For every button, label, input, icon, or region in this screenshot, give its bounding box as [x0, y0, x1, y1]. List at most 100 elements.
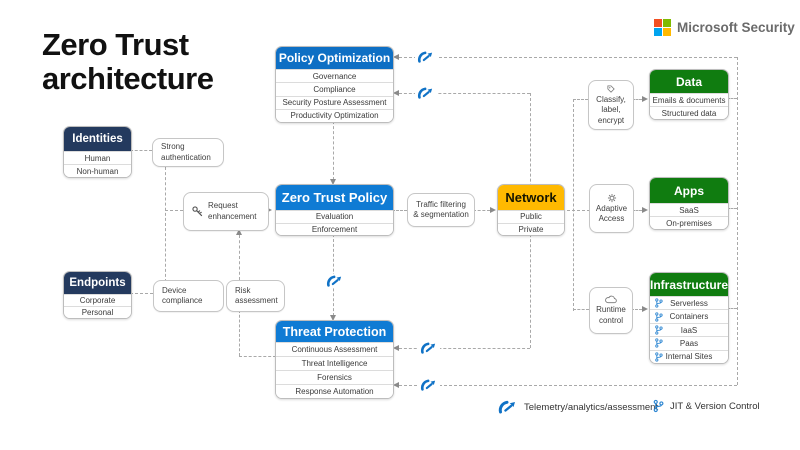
microsoft-security-brand: Microsoft Security: [654, 19, 795, 36]
adaptive-access-node: Adaptive Access: [589, 184, 634, 233]
box-title: Identities: [64, 127, 131, 151]
arrow-into-network: [490, 206, 496, 213]
request-enhancement-node: Request enhancement: [183, 192, 269, 231]
gear-icon: [607, 193, 617, 203]
brand-name: Microsoft Security: [677, 20, 795, 35]
device-compliance-node: Device compliance: [153, 280, 224, 312]
connector-apps-outer-loop: [727, 208, 737, 209]
page-title: Zero Trust architecture: [42, 27, 214, 96]
row-label: Containers: [669, 312, 709, 322]
connector-classify-data: [632, 99, 642, 100]
legend-label: Telemetry/analytics/assessment: [524, 401, 659, 413]
connector-policyopt-ztp: [333, 121, 334, 180]
connector-telemetry-to-threatprotection-1: [399, 348, 530, 349]
connector-network-adaptiveaccess: [562, 210, 590, 211]
arrow-into-infrastructure: [642, 305, 648, 312]
box-row: Continuous Assessment: [276, 342, 393, 356]
jit-version-control-icon: [654, 338, 663, 349]
connector-infrastructure-outer-loop: [727, 308, 737, 309]
node-label: Device compliance: [162, 285, 203, 305]
box-title: Network: [498, 185, 564, 210]
node-label: Traffic filtering & segmentation: [413, 199, 469, 219]
box-row: Personal: [64, 306, 131, 318]
node-label: Strong authentication: [161, 142, 211, 162]
network-box: Network Public Private: [497, 184, 565, 236]
jit-version-control-icon: [654, 351, 663, 362]
box-row: Enforcement: [276, 222, 393, 235]
policy-optimization-box: Policy Optimization Governance Complianc…: [275, 46, 394, 123]
node-label: Risk assessment: [235, 285, 278, 305]
arrow-into-threatprotection-1: [393, 344, 399, 351]
telemetry-icon: [415, 50, 437, 64]
microsoft-logo-icon: [654, 19, 671, 36]
arrow-into-data: [642, 95, 648, 102]
telemetry-icon: [415, 86, 437, 100]
node-label: Adaptive Access: [595, 203, 628, 223]
box-row: Public: [498, 210, 564, 223]
box-row: On-premises: [650, 216, 728, 229]
arrow-into-ztp: [266, 206, 272, 213]
box-row: Compliance: [276, 82, 393, 96]
arrow-into-threatprotection-top: [329, 315, 336, 321]
connector-identities-strongauth: [130, 150, 152, 151]
row-label: Paas: [679, 338, 699, 348]
arrow-into-requestenhancement: [235, 229, 242, 235]
row-label: Internal Sites: [665, 352, 713, 362]
jit-version-control-icon: [654, 298, 663, 309]
connector-riskassessment-threatprotection: [239, 356, 276, 357]
box-row: Human: [64, 151, 131, 164]
box-row: Non-human: [64, 164, 131, 177]
box-row: Response Automation: [276, 384, 393, 398]
box-row: Emails & documents: [650, 93, 728, 106]
infrastructure-box: Infrastructure Serverless Containers Iaa…: [649, 272, 729, 364]
node-label: Request enhancement: [208, 201, 257, 221]
key-icon: [191, 205, 204, 218]
jit-version-control-icon: [654, 311, 663, 322]
box-row: Productivity Optimization: [276, 108, 393, 122]
telemetry-icon: [418, 341, 440, 355]
box-row: Governance: [276, 69, 393, 83]
classify-label-encrypt-node: Classify, label, encrypt: [588, 80, 634, 130]
connector-telemetry-outer-loop: [737, 57, 738, 385]
telemetry-icon: [498, 399, 518, 415]
box-title: Policy Optimization: [276, 47, 393, 69]
legend-jit: JIT & Version Control: [652, 399, 760, 413]
endpoints-box: Endpoints Corporate Personal: [63, 271, 132, 319]
tag-icon: [606, 84, 616, 94]
connector-to-runtimecontrol: [573, 309, 589, 310]
row-label: IaaS: [680, 325, 698, 335]
risk-assessment-node: Risk assessment: [226, 280, 285, 312]
box-row: Serverless: [650, 296, 728, 310]
box-row: IaaS: [650, 322, 728, 337]
arrow-into-policyopt-1: [393, 53, 399, 60]
box-row: Private: [498, 222, 564, 235]
strong-authentication-node: Strong authentication: [152, 138, 224, 167]
connector-runtime-infrastructure: [631, 309, 642, 310]
box-title: Endpoints: [64, 272, 131, 294]
arrow-into-apps: [642, 206, 648, 213]
telemetry-icon: [418, 378, 440, 392]
arrow-into-threatprotection-2: [393, 381, 399, 388]
legend-label: JIT & Version Control: [670, 400, 760, 412]
connector-strongauth-devicecompliance: [165, 167, 166, 282]
box-row: Corporate: [64, 294, 131, 306]
row-label: Serverless: [670, 298, 708, 308]
connector-endpoints-devicecompliance: [130, 293, 153, 294]
legend-telemetry: Telemetry/analytics/assessment: [498, 399, 658, 415]
connector-data-outer-loop: [727, 98, 737, 99]
box-title: Threat Protection: [276, 321, 393, 342]
connector-vertical-network-services: [573, 99, 574, 311]
box-title: Infrastructure: [650, 273, 728, 296]
zero-trust-policy-box: Zero Trust Policy Evaluation Enforcement: [275, 184, 394, 236]
connector-adaptiveaccess-apps: [632, 210, 642, 211]
node-label: Classify, label, encrypt: [596, 94, 626, 125]
connector-riskassessment-down: [239, 310, 240, 356]
traffic-filtering-node: Traffic filtering & segmentation: [407, 193, 475, 227]
box-title: Zero Trust Policy: [276, 185, 393, 210]
box-row: SaaS: [650, 203, 728, 216]
box-row: Paas: [650, 336, 728, 350]
box-title: Data: [650, 70, 728, 93]
telemetry-icon: [324, 274, 346, 288]
connector-trafficfilter-network: [473, 210, 490, 211]
